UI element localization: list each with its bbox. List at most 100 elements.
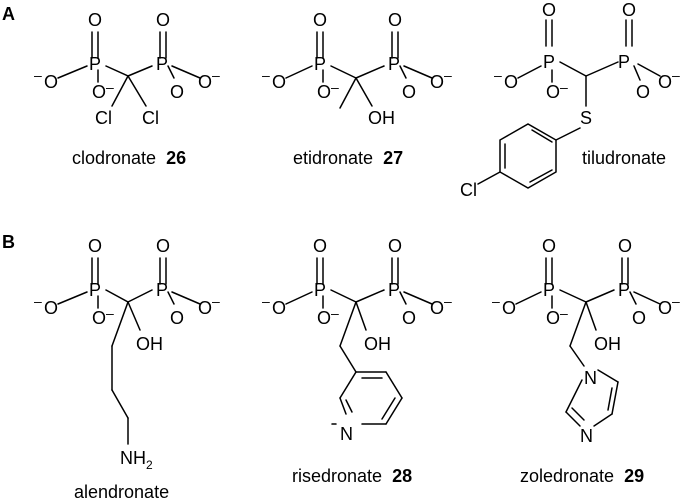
compound-label-tiludronate: tiludronate — [582, 148, 666, 168]
atom-nitrogen: N — [580, 426, 593, 446]
compound-label-clodronate: clodronate 26 — [72, 148, 186, 168]
atom-chlorine: Cl — [142, 108, 159, 128]
compound-name: clodronate — [72, 148, 156, 168]
compound-label-risedronate: risedronate 28 — [292, 466, 412, 486]
amine-subscript: 2 — [146, 458, 153, 472]
compound-name: zoledronate — [520, 466, 614, 486]
amine-nh: NH — [120, 448, 146, 468]
atom-amine: NH2 — [120, 448, 153, 472]
atom-phosphorus: P — [618, 52, 630, 72]
atom-oxygen: O — [156, 10, 170, 30]
atom-oxygen: O — [388, 236, 402, 256]
atom-oxygen: O — [430, 72, 444, 92]
panel-label-b: B — [2, 232, 15, 252]
atom-oxygen: O — [402, 308, 416, 328]
atom-phosphorus: P — [156, 54, 168, 74]
atom-oxygen: O — [618, 236, 632, 256]
compound-name: etidronate — [293, 148, 373, 168]
atom-oxygen: O — [402, 82, 416, 102]
charge-minus: – — [492, 293, 500, 309]
atom-phosphorus: P — [543, 52, 555, 72]
charge-minus: – — [106, 79, 114, 95]
atom-hydroxyl: OH — [364, 334, 391, 354]
atom-oxygen: O — [388, 10, 402, 30]
atom-hydroxyl: OH — [594, 334, 621, 354]
compound-number: 27 — [383, 148, 403, 168]
atom-phosphorus: P — [388, 280, 400, 300]
atom-oxygen: O — [88, 236, 102, 256]
atom-oxygen: O — [92, 308, 106, 328]
atom-oxygen: O — [542, 0, 556, 20]
atom-oxygen: O — [636, 82, 650, 102]
risedronate-structure: O O P P – O O – O O – OH N risedronate 2… — [262, 236, 452, 486]
atom-oxygen: O — [170, 82, 184, 102]
charge-minus: – — [672, 293, 680, 309]
charge-minus: – — [262, 293, 270, 309]
charge-minus: – — [34, 293, 42, 309]
atom-nitrogen: N — [584, 368, 597, 388]
atom-hydroxyl: OH — [368, 108, 395, 128]
atom-hydroxyl: OH — [136, 334, 163, 354]
atom-oxygen: O — [88, 10, 102, 30]
atom-phosphorus: P — [388, 54, 400, 74]
charge-minus: – — [560, 305, 568, 321]
clodronate-structure: O O P P – O O – O O – Cl Cl clodronate 2… — [34, 10, 220, 168]
tiludronate-structure: O O P P – O O – O O – S Cl tiludronate — [460, 0, 680, 200]
compound-label-alendronate: alendronate — [74, 482, 169, 502]
charge-minus: – — [672, 67, 680, 83]
charge-minus: – — [444, 293, 452, 309]
atom-oxygen: O — [44, 298, 58, 318]
atom-sulfur: S — [580, 108, 592, 128]
atom-oxygen: O — [658, 298, 672, 318]
atom-phosphorus: P — [156, 280, 168, 300]
atom-oxygen: O — [156, 236, 170, 256]
compound-label-etidronate: etidronate 27 — [293, 148, 403, 168]
atom-oxygen: O — [504, 72, 518, 92]
atom-oxygen: O — [542, 236, 556, 256]
atom-oxygen: O — [272, 298, 286, 318]
atom-phosphorus: P — [314, 54, 326, 74]
atom-phosphorus: P — [89, 54, 101, 74]
atom-oxygen: O — [198, 72, 212, 92]
atom-chlorine: Cl — [460, 180, 477, 200]
compound-name: alendronate — [74, 482, 169, 502]
charge-minus: – — [212, 293, 220, 309]
atom-oxygen: O — [546, 82, 560, 102]
atom-oxygen: O — [430, 298, 444, 318]
charge-minus: – — [262, 67, 270, 83]
charge-minus: – — [212, 67, 220, 83]
charge-minus: – — [34, 67, 42, 83]
compound-name: risedronate — [292, 466, 382, 486]
charge-minus: – — [444, 67, 452, 83]
atom-oxygen: O — [198, 298, 212, 318]
charge-minus: – — [560, 79, 568, 95]
alendronate-structure: O O P P – O O – O O – OH NH2 alendronate — [34, 236, 220, 502]
atom-oxygen: O — [502, 298, 516, 318]
atom-oxygen: O — [170, 308, 184, 328]
atom-oxygen: O — [313, 10, 327, 30]
atom-oxygen: O — [92, 82, 106, 102]
panel-label-a: A — [2, 4, 15, 24]
atom-phosphorus: P — [89, 280, 101, 300]
compound-number: 26 — [166, 148, 186, 168]
atom-nitrogen: N — [340, 424, 353, 444]
charge-minus: – — [331, 305, 339, 321]
compound-name: tiludronate — [582, 148, 666, 168]
atom-oxygen: O — [317, 82, 331, 102]
atom-oxygen: O — [272, 72, 286, 92]
compound-label-zoledronate: zoledronate 29 — [520, 466, 644, 486]
atom-oxygen: O — [632, 308, 646, 328]
charge-minus: – — [106, 305, 114, 321]
atom-phosphorus: P — [543, 280, 555, 300]
atom-oxygen: O — [313, 236, 327, 256]
atom-oxygen: O — [44, 72, 58, 92]
zoledronate-structure: O O P P – O O – O O – OH N N zoledronate… — [492, 236, 680, 486]
atom-phosphorus: P — [618, 280, 630, 300]
charge-minus: – — [331, 79, 339, 95]
compound-number: 29 — [624, 466, 644, 486]
charge-minus: – — [494, 67, 502, 83]
atom-oxygen: O — [622, 0, 636, 20]
atom-chlorine: Cl — [95, 108, 112, 128]
atom-oxygen: O — [317, 308, 331, 328]
